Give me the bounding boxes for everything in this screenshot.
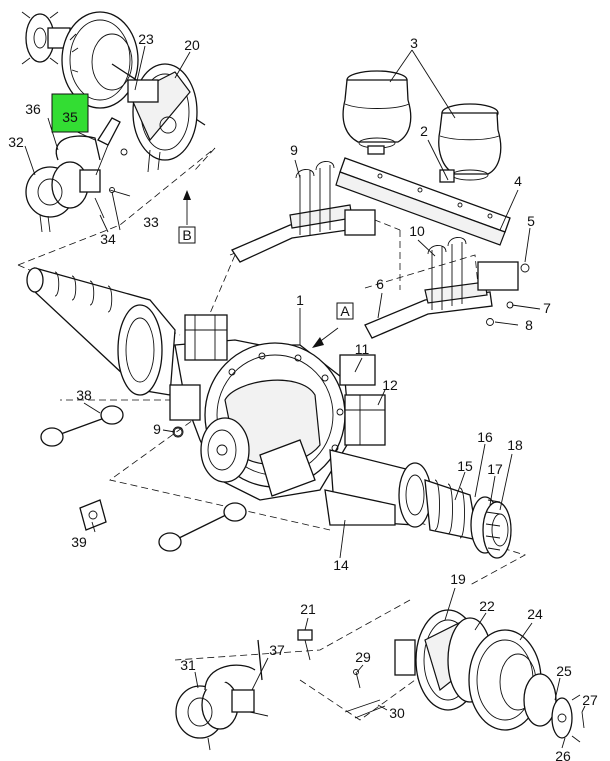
callout-9-lower[interactable]: 9: [153, 421, 161, 437]
callout-11[interactable]: 11: [355, 341, 370, 357]
callout-29[interactable]: 29: [355, 649, 371, 665]
washer: [173, 427, 183, 437]
callout-15[interactable]: 15: [457, 458, 473, 474]
callout-23[interactable]: 23: [138, 31, 154, 47]
brake-backing-plate: [127, 63, 198, 173]
view-b-arrow: [183, 190, 191, 225]
callout-17[interactable]: 17: [487, 461, 503, 477]
callout-35-highlighted[interactable]: 35: [51, 93, 89, 133]
callout-36[interactable]: 36: [25, 101, 41, 117]
torque-rod-lower: [158, 502, 247, 552]
air-spring-assembly: [335, 70, 511, 246]
leaf-spring-right: [364, 237, 530, 339]
callout-10[interactable]: 10: [409, 223, 425, 239]
callout-7[interactable]: 7: [543, 300, 551, 316]
callout-14[interactable]: 14: [333, 557, 349, 573]
callout-16[interactable]: 16: [477, 429, 493, 445]
callout-8[interactable]: 8: [525, 317, 533, 333]
callout-31[interactable]: 31: [180, 657, 196, 673]
brake-drum: [61, 11, 139, 109]
leaf-spring-left: [231, 161, 376, 263]
callout-12[interactable]: 12: [382, 377, 398, 393]
mounting-plate: [335, 157, 511, 246]
clamp-fitting: [79, 499, 107, 531]
callout-24[interactable]: 24: [527, 606, 543, 622]
view-b-label: B: [178, 226, 196, 244]
air-spring-right: [438, 103, 502, 181]
callout-18[interactable]: 18: [507, 437, 523, 453]
callout-3[interactable]: 3: [410, 35, 418, 51]
callout-38[interactable]: 38: [76, 387, 92, 403]
air-brake-chamber: [25, 127, 113, 233]
callout-9-upper[interactable]: 9: [290, 142, 298, 158]
callout-4[interactable]: 4: [514, 173, 522, 189]
callout-27[interactable]: 27: [582, 692, 598, 708]
left-axle-tube: [26, 267, 176, 396]
view-a-arrow: [312, 327, 339, 348]
callout-22[interactable]: 22: [479, 598, 495, 614]
callout-6[interactable]: 6: [376, 276, 384, 292]
callout-34[interactable]: 34: [100, 231, 116, 247]
torque-rod-upper: [40, 405, 124, 447]
right-axle-tube: [324, 449, 512, 559]
air-spring-left: [342, 70, 412, 155]
leader-lines: [24, 45, 586, 749]
callout-labels: 1 2 3 4 5 6 7 8 9 9 10 11 12 14 15 16 17…: [8, 31, 598, 761]
callout-19[interactable]: 19: [450, 571, 466, 587]
callout-5[interactable]: 5: [527, 213, 535, 229]
callout-30[interactable]: 30: [389, 705, 405, 721]
callout-21[interactable]: 21: [300, 601, 316, 617]
svg-text:A: A: [340, 303, 350, 319]
upper-brake-assembly: [21, 11, 206, 233]
svg-text:B: B: [182, 227, 191, 243]
view-a-label: A: [336, 302, 354, 320]
callout-37[interactable]: 37: [269, 642, 285, 658]
callout-1[interactable]: 1: [296, 292, 304, 308]
callout-2[interactable]: 2: [420, 123, 428, 139]
callout-25[interactable]: 25: [556, 663, 572, 679]
callout-20[interactable]: 20: [184, 37, 200, 53]
callout-39[interactable]: 39: [71, 534, 87, 550]
lower-brake-assembly: [175, 609, 585, 751]
callout-32[interactable]: 32: [8, 134, 24, 150]
slack-adjuster: [94, 117, 131, 219]
callout-33[interactable]: 33: [143, 214, 159, 230]
callout-26[interactable]: 26: [555, 748, 571, 761]
axle-housing-differential: [169, 314, 386, 501]
svg-text:35: 35: [62, 109, 78, 125]
